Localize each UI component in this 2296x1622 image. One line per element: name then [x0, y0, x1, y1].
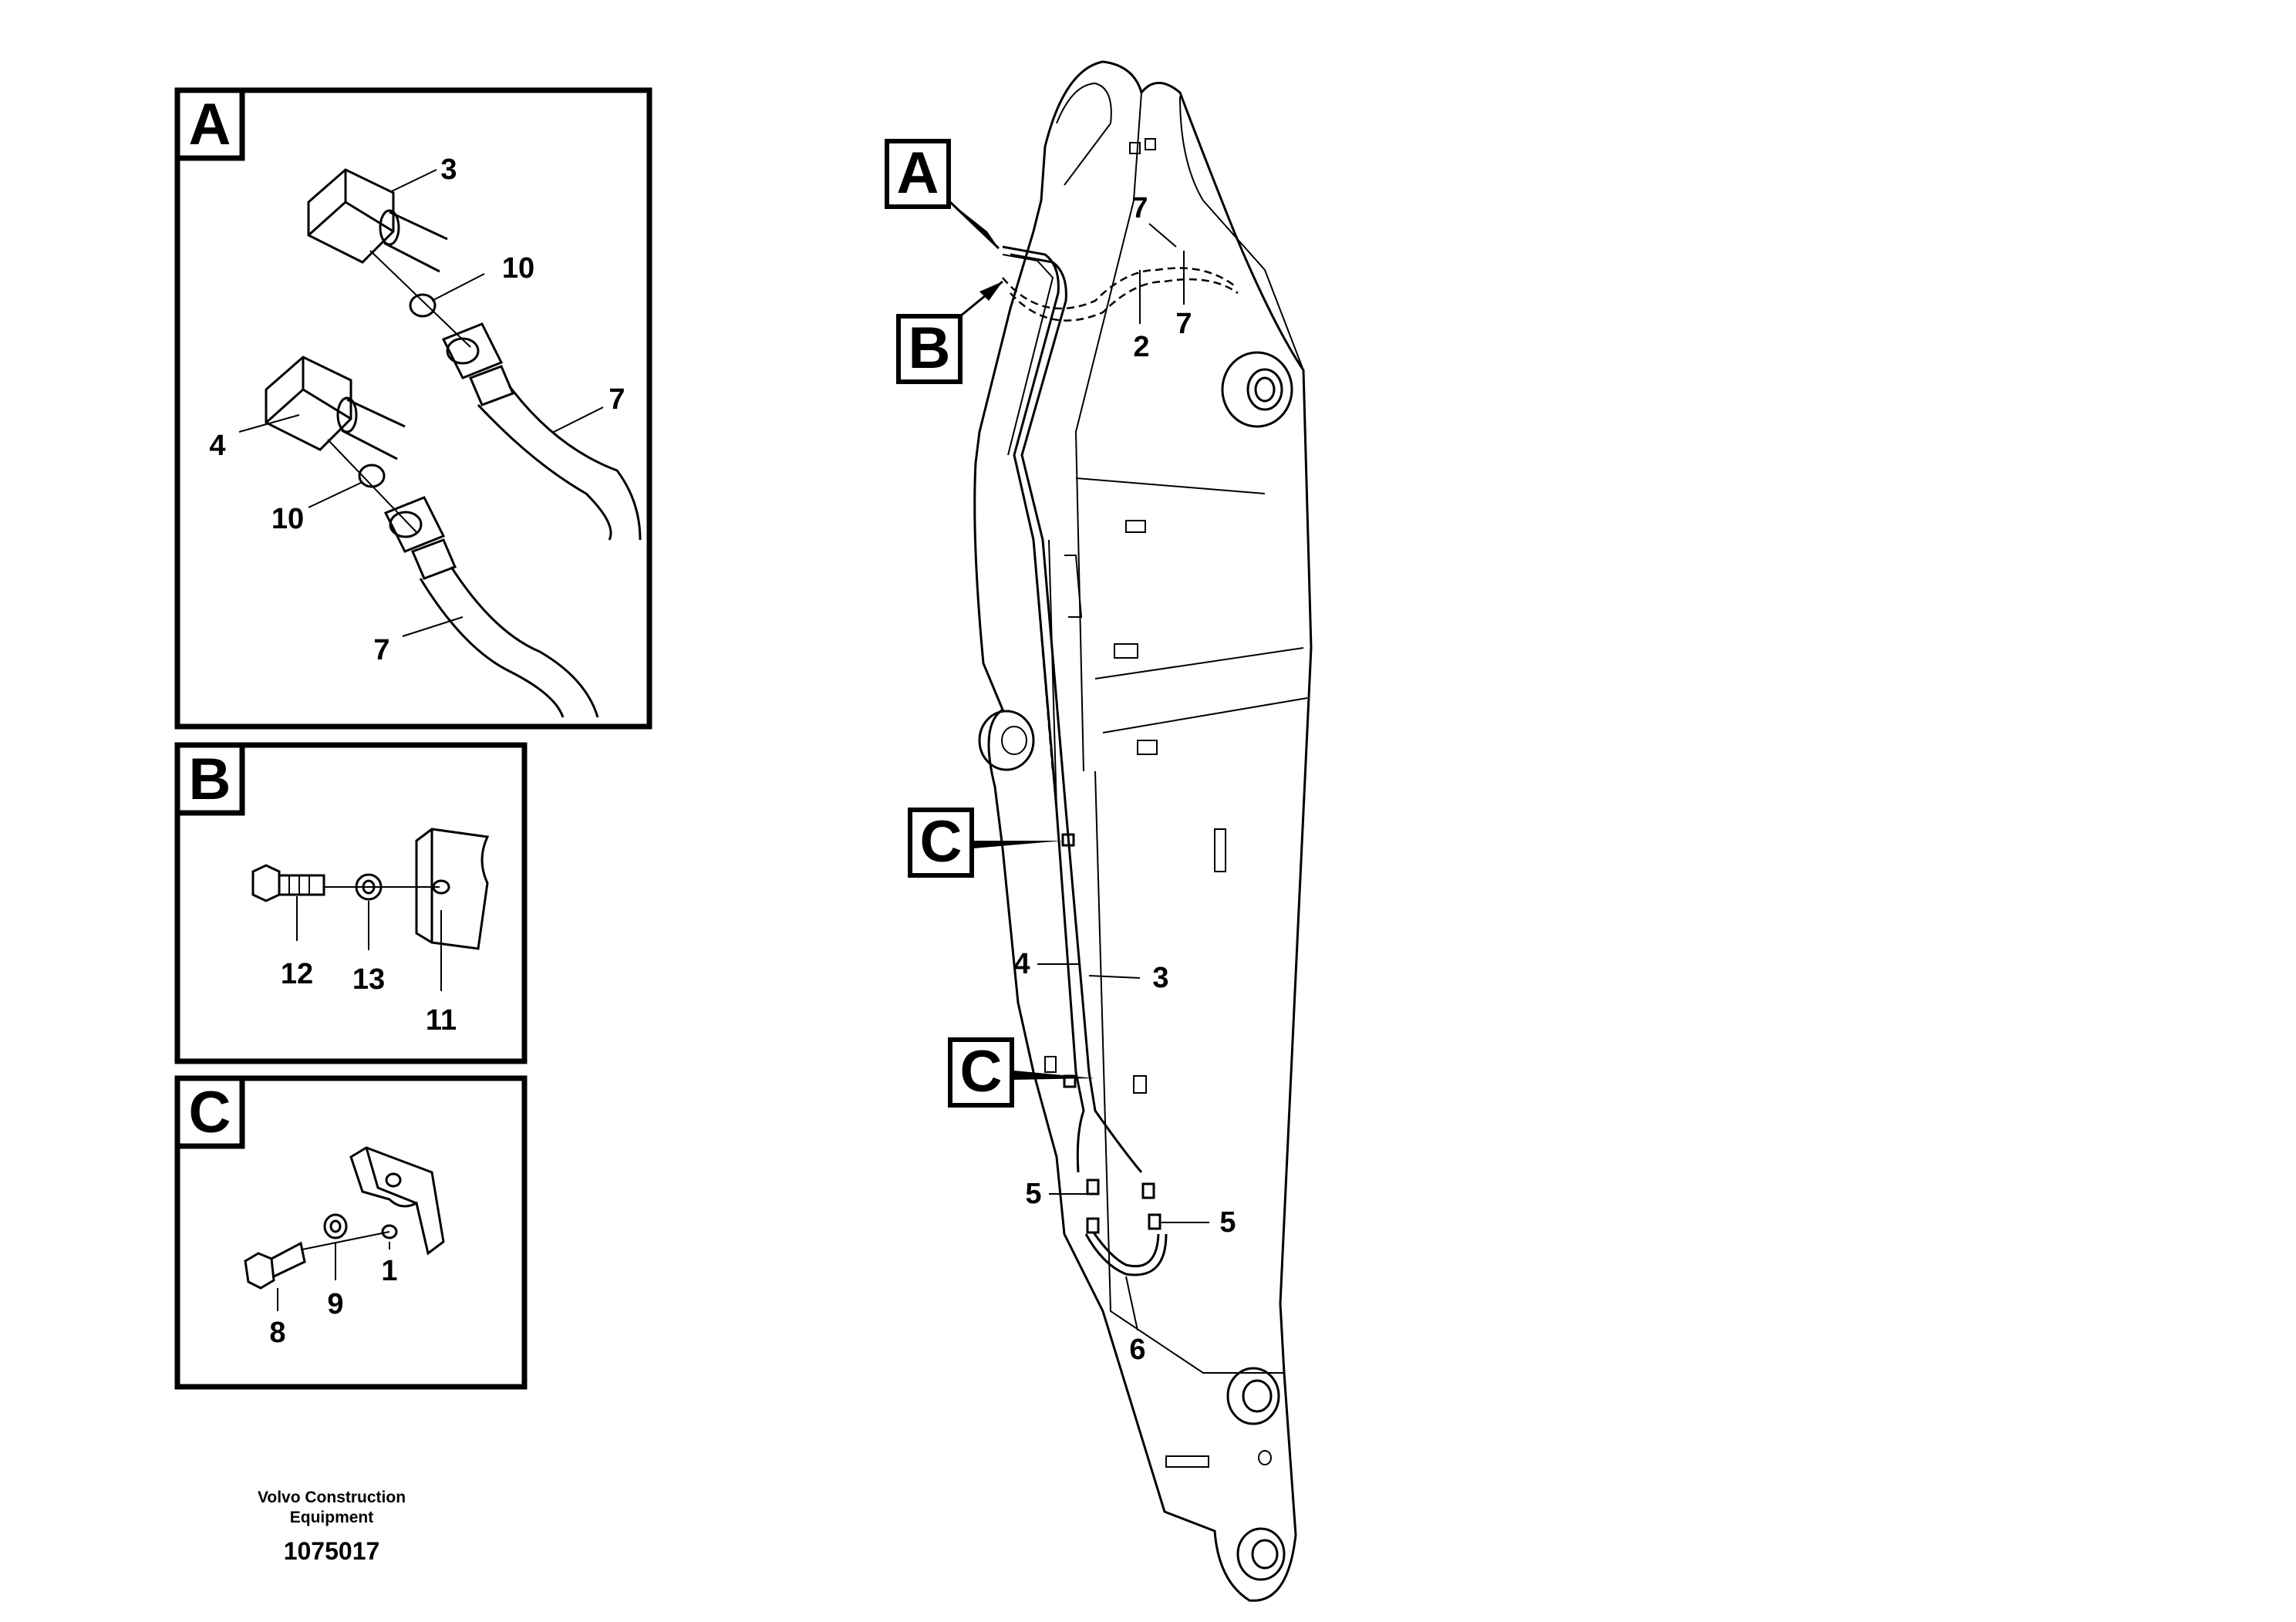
boom-foot-pivot: [1221, 351, 1293, 428]
detail-box-b: B 12 13 11: [174, 742, 528, 1064]
hose-fitting-upper: [307, 168, 642, 541]
washer-c: [323, 1213, 348, 1239]
arm-pivot: [1226, 1367, 1280, 1425]
hose-loop-6: [1084, 1232, 1168, 1276]
tag-b-letter: B: [909, 315, 951, 381]
boom-cylinder-pivot: [978, 710, 1035, 771]
detail-box-c: C 8 9 1: [174, 1075, 528, 1390]
clamp-plate-c: [349, 1146, 445, 1256]
callout-main-7-upper: 7: [1131, 192, 1148, 224]
callout-main-6: 6: [1129, 1334, 1145, 1366]
tag-a: A: [885, 139, 1000, 250]
hose-fitting-lower: [265, 356, 599, 718]
credit-line-1: Volvo Construction: [258, 1489, 406, 1506]
callout-a-7-upper: 7: [609, 383, 625, 416]
tag-b: B: [896, 280, 1003, 384]
callout-c-8: 8: [269, 1317, 285, 1349]
callout-main-4: 4: [1013, 948, 1030, 980]
detail-box-b-letter: B: [189, 747, 231, 812]
bolt-c: [244, 1241, 306, 1290]
boom-assembly: [973, 60, 1313, 1602]
credit-line-2: Equipment: [290, 1509, 374, 1526]
detail-box-a-letter: A: [189, 92, 231, 157]
callout-a-10-upper: 10: [502, 252, 534, 285]
callout-a-7-lower: 7: [373, 634, 389, 666]
tag-a-letter: A: [897, 140, 939, 206]
callout-a-10-lower: 10: [271, 503, 304, 535]
boom-tip-pivot: [1236, 1527, 1286, 1581]
callout-b-11: 11: [426, 1004, 457, 1037]
tag-c-lower: C: [948, 1037, 1095, 1108]
callout-c-9: 9: [327, 1288, 343, 1320]
detail-box-a: A: [174, 87, 652, 730]
callout-a-3: 3: [440, 153, 457, 186]
tag-c-lower-letter: C: [960, 1039, 1003, 1104]
document-number: 1075017: [284, 1537, 380, 1565]
detail-box-c-letter: C: [189, 1080, 231, 1145]
footer-credit: Volvo Construction Equipment 1075017: [258, 1489, 406, 1565]
callout-main-5-right: 5: [1219, 1206, 1236, 1239]
callout-b-13: 13: [352, 963, 385, 996]
clamp-plate-b: [415, 828, 490, 950]
o-ring-lower: [358, 464, 386, 488]
callout-main-5-left: 5: [1025, 1178, 1041, 1210]
callout-a-4: 4: [209, 430, 225, 462]
callout-b-12: 12: [281, 958, 313, 990]
callout-main-3: 3: [1152, 962, 1168, 994]
pipe-line-3: [1010, 253, 1143, 1173]
tag-c-upper-letter: C: [920, 809, 963, 875]
pipe-line-4: [1002, 245, 1085, 1173]
o-ring-upper: [409, 293, 437, 318]
tag-c-upper: C: [908, 808, 1063, 878]
callout-c-1: 1: [381, 1255, 397, 1287]
callout-main-7-lower: 7: [1175, 308, 1192, 340]
callout-main-2: 2: [1133, 331, 1149, 363]
bolt-b: [251, 864, 325, 902]
